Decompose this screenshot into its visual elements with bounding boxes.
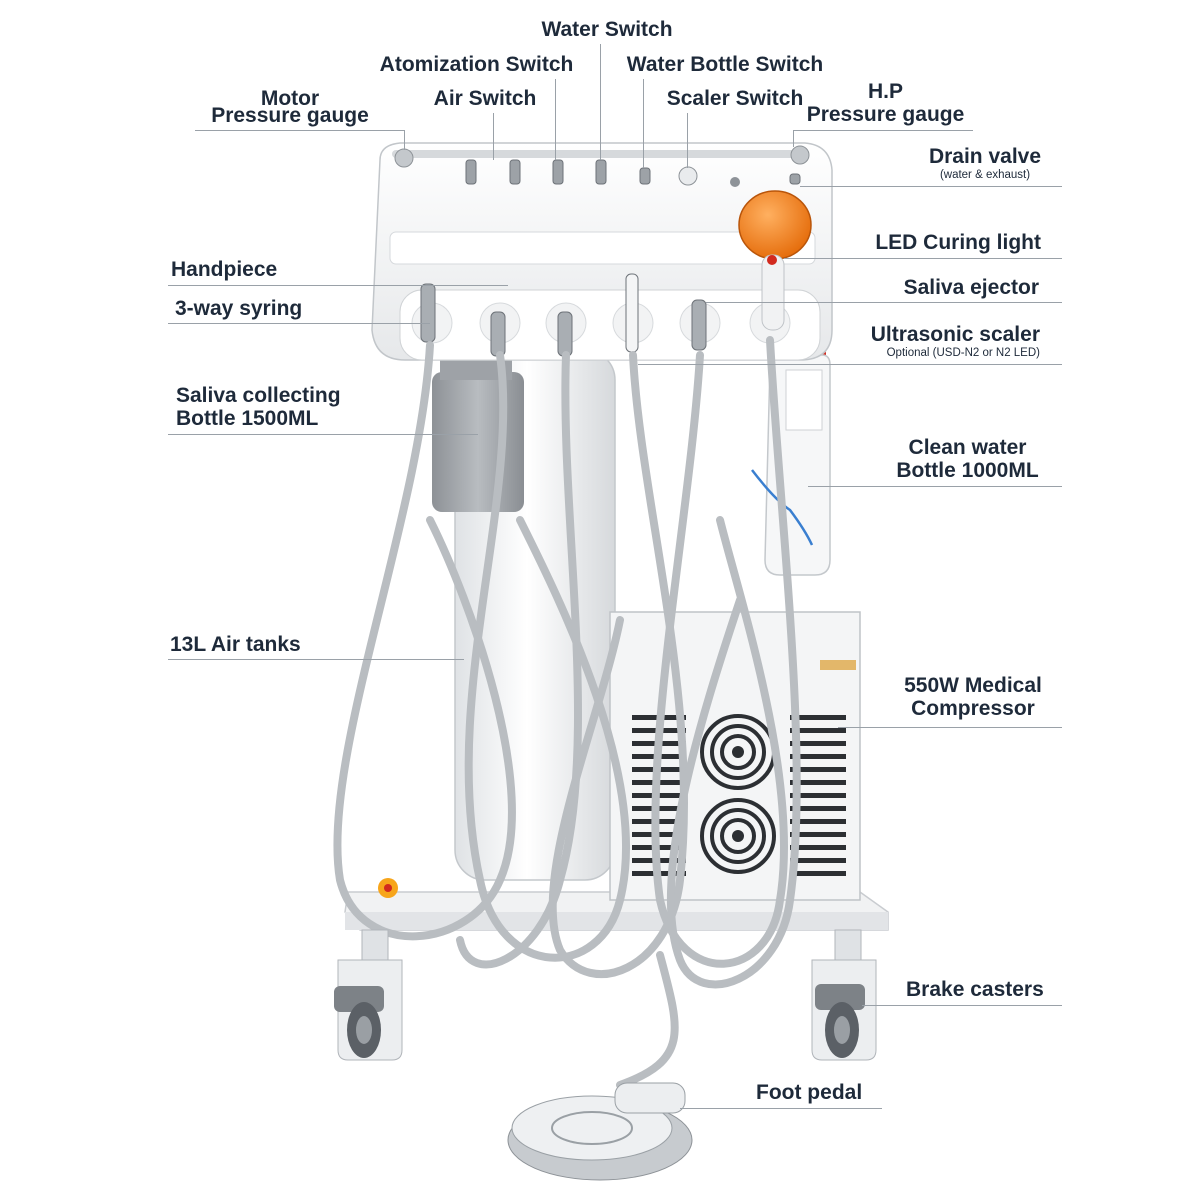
leader-water-bottle-switch	[643, 79, 644, 168]
leader-three-way-syringe	[168, 323, 430, 324]
label-foot-pedal: Foot pedal	[756, 1081, 863, 1104]
label-ultrasonic-scaler: Ultrasonic scaler Optional (USD-N2 or N2…	[840, 323, 1040, 360]
label-drain-sub: (water & exhaust)	[939, 169, 1031, 181]
label-scaler-switch: Scaler Switch	[666, 87, 804, 110]
label-motor-line2: Pressure gauge	[211, 104, 369, 127]
label-motor-pressure-gauge: Motor Pressure gauge	[198, 87, 382, 127]
label-compressor-line1: 550W Medical	[904, 674, 1042, 697]
leader-handpiece	[168, 285, 508, 286]
leader-motor-pressure-drop	[404, 130, 405, 150]
label-clean-water: Clean water Bottle 1000ML	[880, 436, 1055, 482]
leader-clean-water	[808, 486, 1062, 487]
label-water-bottle-switch: Water Bottle Switch	[626, 53, 824, 76]
label-ultrasonic-sub: Optional (USD-N2 or N2 LED)	[886, 347, 1040, 359]
leader-brake-casters	[862, 1005, 1062, 1006]
label-air-tanks: 13L Air tanks	[170, 633, 301, 656]
leader-ultrasonic-scaler	[638, 364, 1062, 365]
leader-drain-valve	[800, 186, 1062, 187]
caster-right	[811, 929, 877, 1061]
led-curing-light-shape	[738, 190, 812, 331]
label-water-switch: Water Switch	[541, 18, 673, 41]
label-saliva-line2: Bottle 1500ML	[176, 407, 319, 430]
label-handpiece: Handpiece	[171, 258, 278, 281]
instrument-tray	[371, 142, 833, 361]
label-saliva-line1: Saliva collecting	[176, 384, 341, 407]
leader-scaler-switch	[687, 113, 688, 168]
leader-motor-pressure	[195, 130, 405, 131]
leader-atomization-switch	[555, 79, 556, 160]
label-saliva-bottle: Saliva collecting Bottle 1500ML	[176, 384, 341, 430]
clean-water-bottle	[751, 348, 831, 576]
compressor-fan-bottom	[700, 798, 776, 874]
leader-hp-pressure-drop	[793, 130, 794, 147]
label-compressor: 550W Medical Compressor	[892, 674, 1054, 720]
label-led-curing-light: LED Curing light	[875, 231, 1041, 254]
foot-pedal-shape	[507, 1082, 693, 1181]
label-air-switch: Air Switch	[433, 87, 537, 110]
label-clean-line1: Clean water	[908, 436, 1027, 459]
leader-compressor	[838, 727, 1062, 728]
label-motor-line1: Motor	[260, 87, 320, 110]
label-drain-valve: Drain valve (water & exhaust)	[910, 145, 1060, 182]
label-compressor-line2: Compressor	[911, 697, 1035, 720]
leader-saliva-ejector	[706, 302, 1062, 303]
caster-left	[334, 929, 403, 1061]
leader-led-curing	[784, 258, 1062, 259]
label-hp-line1: H.P	[867, 80, 903, 103]
leader-water-switch	[600, 44, 601, 160]
hoses	[333, 336, 801, 1089]
label-atomization-switch: Atomization Switch	[379, 53, 574, 76]
label-three-way-syringe: 3-way syring	[175, 297, 303, 320]
leader-air-tanks	[168, 659, 464, 660]
label-ultrasonic-line1: Ultrasonic scaler	[870, 323, 1040, 346]
compressor-box	[609, 611, 861, 901]
label-hp-pressure-gauge: H.P Pressure gauge	[798, 80, 973, 126]
leader-air-switch	[493, 113, 494, 160]
label-hp-line2: Pressure gauge	[806, 103, 965, 126]
leader-hp-pressure	[793, 130, 973, 131]
label-saliva-ejector: Saliva ejector	[903, 276, 1039, 299]
compressor-fan-top	[700, 714, 776, 790]
leader-foot-pedal	[680, 1108, 882, 1109]
leader-saliva-bottle	[168, 434, 478, 435]
label-drain-line1: Drain valve	[928, 145, 1042, 168]
label-brake-casters: Brake casters	[906, 978, 1044, 1001]
label-clean-line2: Bottle 1000ML	[896, 459, 1039, 482]
